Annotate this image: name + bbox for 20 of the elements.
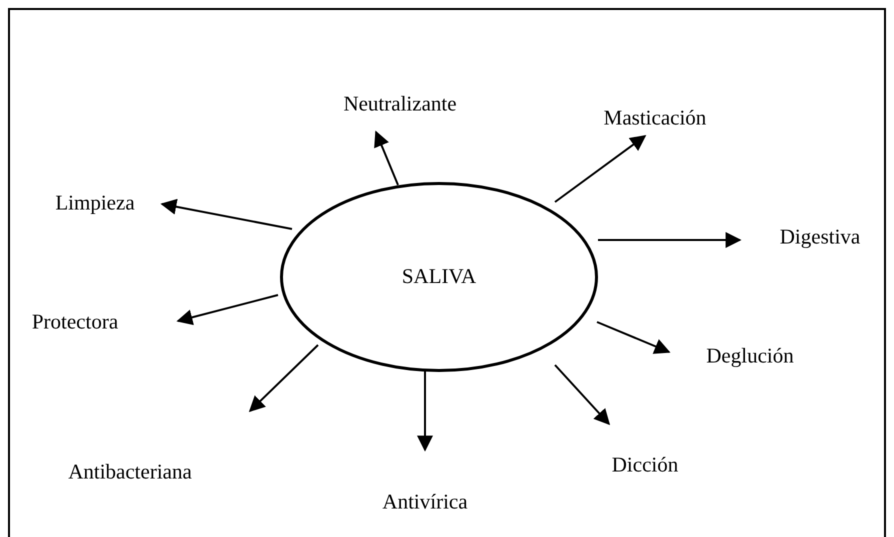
function-label: Deglución	[706, 346, 794, 366]
arrow	[596, 321, 670, 354]
function-label: Protectora	[32, 312, 118, 332]
function-label: Antivírica	[382, 492, 468, 512]
function-label: Dicción	[612, 454, 678, 476]
arrow	[160, 198, 292, 230]
function-label: Digestiva	[780, 226, 860, 248]
function-label: Antibacteriana	[68, 462, 192, 482]
arrow	[554, 135, 646, 203]
arrow	[598, 232, 742, 248]
arrow	[417, 370, 433, 452]
function-label: Neutralizante	[343, 94, 457, 114]
arrow	[176, 294, 278, 326]
function-label: Masticación	[604, 108, 706, 128]
arrow	[554, 364, 610, 426]
center-ellipse	[280, 182, 598, 372]
node-label: SALIVA	[402, 263, 476, 290]
arrow	[248, 344, 319, 412]
function-label: Limpieza	[55, 192, 135, 214]
arrow	[374, 130, 399, 186]
